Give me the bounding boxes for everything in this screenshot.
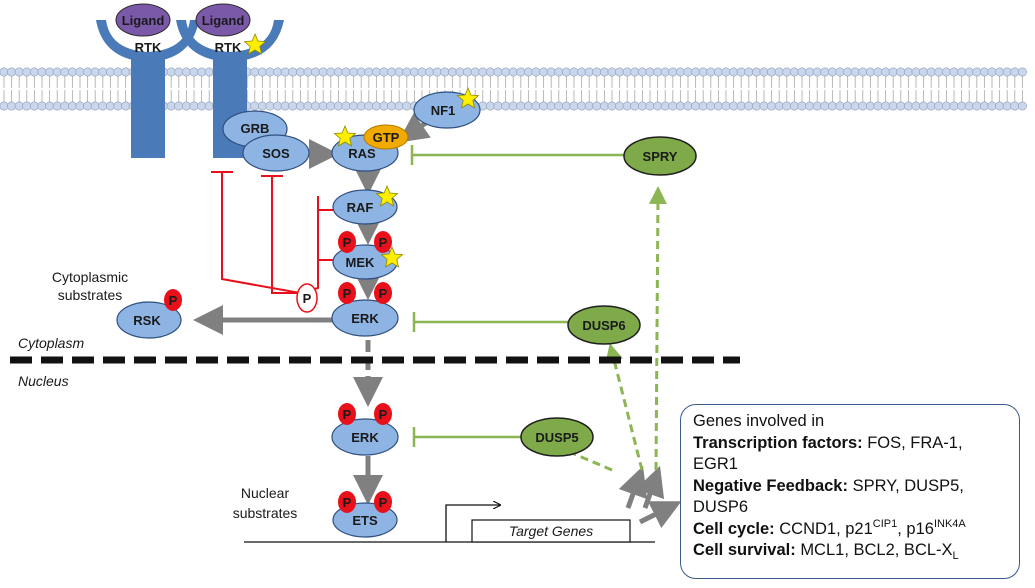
- phospho-erk-nuclear-2: P: [374, 403, 392, 425]
- genes-cell-survival: Cell survival: MCL1, BCL2, BCL-XL: [693, 540, 1009, 562]
- cytoplasm-label: Cytoplasm: [18, 335, 84, 351]
- target-genes-box: [471, 519, 631, 543]
- genes-transcription-factors: Transcription factors: FOS, FRA-1, EGR1: [693, 433, 1009, 476]
- mutation-star-ras: [333, 124, 357, 147]
- target-genes-info-box: Genes involved in Transcription factors:…: [680, 404, 1020, 579]
- erk-node: ERK: [331, 299, 399, 337]
- phospho-erk-2: P: [374, 282, 392, 304]
- rsk-node: RSK: [116, 301, 182, 339]
- sos-node: SOS: [242, 134, 310, 172]
- phospho-feedback-site: P: [296, 283, 318, 313]
- svg-text:SPRY: SPRY: [643, 149, 678, 164]
- phospho-ets-2: P: [374, 491, 392, 513]
- ligand-1: [115, 3, 171, 37]
- rtk-2-label: RTK: [215, 40, 242, 55]
- genes-cell-cycle: Cell cycle: CCND1, p21CIP1, p16INK4A: [693, 517, 1009, 541]
- svg-text:ERK: ERK: [351, 430, 379, 445]
- mutation-star-raf: [375, 184, 399, 207]
- cell-survival-label: Cell survival:: [693, 541, 796, 559]
- nucleus-label: Nucleus: [18, 373, 69, 389]
- svg-text:DUSP5: DUSP5: [535, 430, 578, 445]
- genes-box-header: Genes involved in: [693, 412, 825, 430]
- cell-survival-genes: MCL1, BCL2, BCL-X: [800, 541, 953, 559]
- mutation-star-mek: [380, 245, 404, 268]
- mutation-star-nf1: [456, 86, 480, 109]
- cell-survival-sub: L: [952, 550, 959, 562]
- svg-text:P: P: [343, 495, 352, 510]
- svg-text:GRB: GRB: [241, 121, 270, 136]
- negative-feedback-genes: SPRY, DUSP5, DUSP6: [693, 476, 964, 517]
- svg-text:P: P: [169, 293, 178, 308]
- dusp5-node: DUSP5: [520, 417, 594, 457]
- svg-text:P: P: [343, 235, 352, 250]
- phospho-mek-1: P: [338, 231, 356, 253]
- rtk-receptor-1: [96, 20, 199, 158]
- gtp-node: GTP: [363, 124, 409, 150]
- phospho-ets-1: P: [338, 491, 356, 513]
- nuclear-substrates-label-2: substrates: [233, 505, 298, 521]
- svg-text:RAS: RAS: [348, 146, 376, 161]
- svg-text:DUSP6: DUSP6: [582, 318, 625, 333]
- ligand-1-label: Ligand: [122, 13, 165, 28]
- svg-text:P: P: [343, 286, 352, 301]
- negative-feedback-label: Negative Feedback:: [693, 476, 848, 495]
- cytoplasmic-substrates-label-1: Cytoplasmic: [52, 269, 128, 285]
- ligand-2: [195, 3, 251, 37]
- cell-cycle-label: Cell cycle:: [693, 519, 775, 538]
- svg-text:P: P: [343, 407, 352, 422]
- feedback-inhibition-lines: [410, 145, 625, 447]
- transcription-start-arrow: [445, 505, 500, 542]
- nuclear-substrates-label-1: Nuclear: [241, 485, 290, 501]
- mek-node: MEK: [332, 244, 398, 280]
- svg-text:MEK: MEK: [346, 255, 376, 270]
- phospho-erk-1: P: [338, 282, 356, 304]
- svg-text:NF1: NF1: [431, 103, 456, 118]
- svg-text:ERK: ERK: [351, 311, 379, 326]
- genes-negative-feedback: Negative Feedback: SPRY, DUSP5, DUSP6: [693, 476, 1009, 519]
- cell-cycle-gene-2-sup: INK4A: [933, 517, 966, 530]
- svg-text:GTP: GTP: [373, 130, 400, 145]
- svg-text:RSK: RSK: [133, 313, 161, 328]
- cell-cycle-gene-1: CCND1, p21: [779, 519, 873, 538]
- dusp6-node: DUSP6: [567, 305, 641, 345]
- svg-text:P: P: [379, 495, 388, 510]
- svg-text:P: P: [379, 407, 388, 422]
- target-genes-label: Target Genes: [509, 523, 593, 539]
- rtk-1-label: RTK: [135, 40, 162, 55]
- erk-negative-feedback-lines: [211, 171, 333, 294]
- transcription-factors-genes: FOS, FRA-1, EGR1: [693, 433, 963, 474]
- svg-text:SOS: SOS: [262, 146, 290, 161]
- svg-text:P: P: [303, 291, 312, 306]
- svg-text:RAF: RAF: [347, 200, 374, 215]
- phospho-rsk: P: [164, 289, 182, 311]
- transcription-factors-label: Transcription factors:: [693, 433, 863, 452]
- cell-cycle-gene-1-sup: CIP1: [872, 517, 898, 530]
- ligand-2-label: Ligand: [202, 13, 245, 28]
- erk-nuclear-node: ERK: [331, 418, 399, 456]
- svg-text:P: P: [379, 286, 388, 301]
- mutation-star-rtk: [243, 32, 267, 55]
- phospho-mek-2: P: [374, 231, 392, 253]
- phospho-erk-nuclear-1: P: [338, 403, 356, 425]
- svg-text:P: P: [379, 235, 388, 250]
- raf-node: RAF: [332, 189, 398, 225]
- svg-text:ETS: ETS: [352, 513, 378, 528]
- cytoplasmic-substrates-label-2: substrates: [58, 287, 123, 303]
- cell-cycle-sep: , p16: [897, 519, 934, 538]
- spry-node: SPRY: [623, 136, 697, 176]
